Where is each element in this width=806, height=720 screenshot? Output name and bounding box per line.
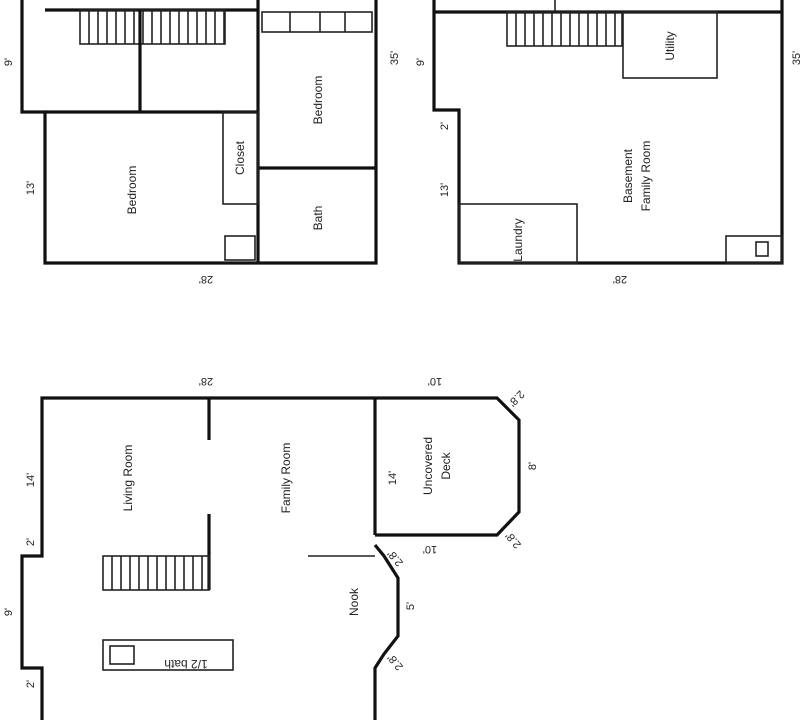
main-deck-label-2: Deck [439,451,453,479]
main-floor-plan: Living Room Family Room Uncovered Deck N… [3,375,539,720]
basement-plan: Utility Laundry Basement Family Room 9' … [415,0,803,285]
upper-bedroom-left-label: Bedroom [125,166,139,215]
main-half-bath-label: 1/2 bath [164,657,207,671]
main-family-room-label: Family Room [279,443,293,514]
main-dim-deck-depth: 14' [387,471,399,485]
basement-utility-label: Utility [663,31,677,60]
basement-laundry-label: Laundry [511,218,525,261]
upper-bath-label: Bath [311,206,325,231]
upper-dim-bottom: 28' [199,273,213,285]
main-living-room-label: Living Room [121,445,135,512]
main-nook-label: Nook [347,587,361,616]
basement-stairs [515,12,616,46]
upper-floor-plan: Bedroom Closet Bedroom Bath 9' 13' 35' 2… [3,0,401,285]
upper-closet-label: Closet [233,140,247,175]
main-dim-left-2: 2' [25,538,37,546]
upper-dim-right: 35' [389,51,401,65]
basement-dim-left-top: 9' [415,58,427,66]
upper-dim-left-top: 9' [3,58,15,66]
basement-dim-left-bottom: 13' [439,183,451,197]
basement-dim-bottom: 28' [613,273,627,285]
basement-family-room-label-1: Basement [621,148,635,203]
main-dim-deck-corner-top: 2.8' [506,388,527,409]
main-dim-nook-side: 5' [405,602,417,610]
upper-bedroom-right-label: Bedroom [311,76,325,125]
basement-family-room-label-2: Family Room [639,141,653,212]
main-dim-top: 28' [199,375,213,387]
main-dim-nook-corner-bottom: 2.8' [386,651,406,672]
main-dim-left-9: 9' [3,608,15,616]
basement-dim-left-mid: 2' [439,122,451,130]
main-dim-left-top: 14' [25,473,37,487]
main-dim-left-2b: 2' [25,680,37,688]
basement-dim-right: 35' [791,51,803,65]
main-deck-label-1: Uncovered [421,437,435,495]
main-stairs [111,556,203,590]
main-dim-deck-bottom: 10' [423,543,437,555]
upper-dim-left-bottom: 13' [25,181,37,195]
upper-stairs [88,10,225,44]
main-dim-deck-corner-bottom: 2.8' [504,529,524,550]
main-dim-deck-side: 8' [527,462,539,470]
main-dim-deck-top: 10' [428,375,442,387]
